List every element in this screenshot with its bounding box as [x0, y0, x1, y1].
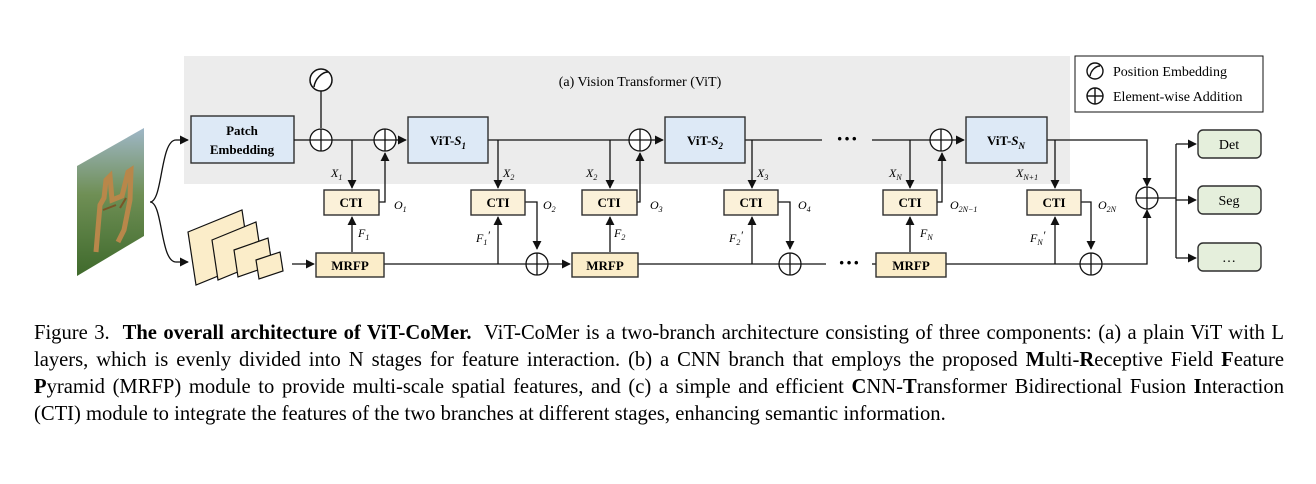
caption-segment: ulti-	[1045, 349, 1080, 371]
f-label: FN′	[1029, 228, 1046, 247]
svg-text:MRFP: MRFP	[331, 258, 369, 273]
brace	[149, 139, 177, 263]
position-embedding-icon	[1086, 62, 1104, 80]
ellipsis-bottom: ···	[838, 250, 860, 275]
vit-stage-n-box	[965, 116, 1048, 164]
f-label: F1′	[475, 228, 490, 247]
position-embedding-icon	[309, 68, 333, 92]
output-seg: Seg	[1197, 185, 1262, 215]
mrfp-block: MRFP	[875, 252, 947, 278]
addition-node	[309, 128, 333, 152]
x-label: X1	[330, 166, 342, 182]
caption-segment: F	[1221, 349, 1234, 371]
caption-segment: M	[1025, 349, 1046, 371]
o-label: O2N	[1098, 198, 1117, 214]
f-label: F1	[357, 226, 369, 242]
svg-text:Seg: Seg	[1219, 194, 1240, 209]
caption-title: The overall architecture of ViT-CoMer.	[122, 322, 472, 344]
cti-block: CTI	[581, 189, 638, 216]
svg-text:CTI: CTI	[739, 195, 762, 210]
svg-text:MRFP: MRFP	[892, 258, 930, 273]
vit-stage-1-label: ViT-S1	[430, 133, 466, 151]
x-label: X3	[756, 166, 768, 182]
vit-stage-1-box	[407, 116, 489, 164]
caption-segment: C	[851, 376, 867, 398]
caption-segment: ransformer Bidirectional Fusion	[916, 376, 1194, 398]
addition-node	[525, 252, 549, 276]
svg-text:CTI: CTI	[597, 195, 620, 210]
legend: Position Embedding Element-wise Addition	[1074, 55, 1264, 113]
caption-segment: yramid (MRFP) module to provide multi-sc…	[46, 376, 852, 398]
legend-pos-embed-label: Position Embedding	[1113, 65, 1227, 80]
vit-stage-2-box	[664, 116, 746, 164]
x-label: X2	[585, 166, 597, 182]
mrfp-block: MRFP	[315, 252, 385, 278]
addition-node	[628, 128, 652, 152]
caption-label: Figure 3.	[34, 322, 110, 344]
feature-pyramid-stack	[187, 209, 284, 286]
vit-stage-n-label: ViT-SN	[987, 133, 1026, 151]
caption-segment: nteraction (CTI) module to integrate the…	[34, 376, 1284, 425]
cti-block: CTI	[723, 189, 779, 216]
cti-block: CTI	[323, 189, 380, 216]
o-label: O3	[650, 198, 663, 214]
vit-stage-2-label: ViT-S2	[687, 133, 724, 151]
caption-body: ViT-CoMer is a two-branch architecture c…	[34, 322, 1284, 425]
figure-caption: Figure 3. The overall architecture of Vi…	[34, 320, 1284, 428]
svg-text:CTI: CTI	[1042, 195, 1065, 210]
svg-text:MRFP: MRFP	[586, 258, 624, 273]
f-label: F2′	[728, 228, 743, 247]
f-label: FN	[919, 226, 933, 242]
svg-text:…: …	[1222, 251, 1236, 266]
mrfp-block: MRFP	[571, 252, 639, 278]
caption-segment: eature	[1233, 349, 1284, 371]
o-label: O2	[543, 198, 556, 214]
caption-segment: P	[34, 376, 47, 398]
caption-segment: I	[1193, 376, 1202, 398]
x-label: XN+1	[1015, 166, 1038, 182]
caption-segment: T	[903, 376, 917, 398]
architecture-diagram: (a) Vision Transformer (ViT) Position Em…	[77, 55, 1264, 286]
x-label: XN	[888, 166, 902, 182]
input-image	[77, 128, 144, 276]
addition-node	[1079, 252, 1103, 276]
svg-text:CTI: CTI	[898, 195, 921, 210]
o-label: O4	[798, 198, 811, 214]
output-det: Det	[1197, 129, 1262, 159]
caption-segment: NN-	[866, 376, 904, 398]
patch-embedding-label-2: Embedding	[210, 142, 275, 157]
cti-block: CTI	[882, 189, 938, 216]
element-wise-addition-icon	[1086, 87, 1104, 105]
connections	[176, 91, 1197, 269]
caption-segment: R	[1079, 349, 1095, 371]
f-label: F2	[613, 226, 625, 242]
vit-title: (a) Vision Transformer (ViT)	[559, 75, 722, 90]
cti-block: CTI	[470, 189, 526, 216]
addition-node	[929, 128, 953, 152]
addition-node	[373, 128, 397, 152]
ellipsis-top: ···	[836, 126, 858, 151]
svg-text:Det: Det	[1219, 138, 1239, 153]
patch-embedding-label-1: Patch	[226, 123, 259, 138]
x-label: X2	[502, 166, 514, 182]
addition-node	[778, 252, 802, 276]
cti-block: CTI	[1026, 189, 1082, 216]
o-label: O1	[394, 198, 407, 214]
svg-text:CTI: CTI	[339, 195, 362, 210]
caption-segment: eceptive Field	[1094, 349, 1222, 371]
svg-text:CTI: CTI	[486, 195, 509, 210]
caption-segment: ViT-CoMer is a two-branch architecture c…	[34, 322, 1284, 371]
addition-node	[1135, 186, 1159, 210]
output-more: …	[1197, 242, 1262, 272]
o-label: O2N−1	[950, 198, 977, 214]
legend-add-label: Element-wise Addition	[1113, 90, 1242, 105]
